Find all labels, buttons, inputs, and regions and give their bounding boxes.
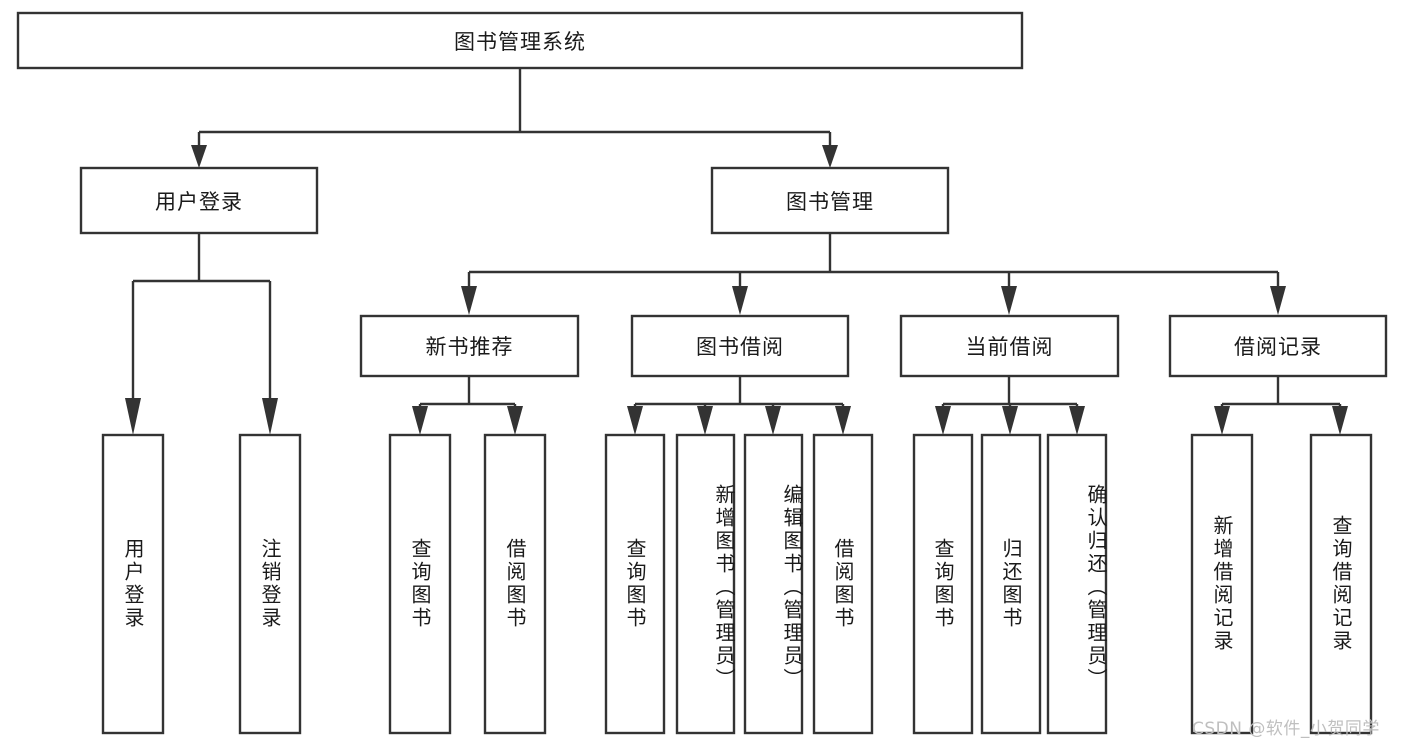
node-box-leaf-user-logout[interactable]: [238, 433, 302, 735]
arrow-head-leaf-add-record: [1214, 406, 1230, 435]
node-box-leaf-borrow-book-2[interactable]: [812, 433, 874, 735]
node-box-leaf-user-login[interactable]: [101, 433, 165, 735]
node-box-leaf-borrow-book-1[interactable]: [483, 433, 547, 735]
node-box-leaf-query-book-3[interactable]: [912, 433, 974, 735]
node-box-user-login[interactable]: [79, 166, 319, 235]
arrow-head-leaf-borrow-book-2: [835, 406, 851, 435]
arrow-head-leaf-edit-book: [765, 406, 781, 435]
connector-group-book-manage: [461, 233, 1286, 315]
arrow-head-leaf-add-book: [697, 406, 713, 435]
arrow-head-leaf-query-book-2: [627, 406, 643, 435]
csdn-watermark: CSDN @软件_小贺同学: [1192, 719, 1380, 739]
arrow-head-leaf-return-book: [1002, 406, 1018, 435]
arrow-head-leaf-query-book-1: [412, 406, 428, 435]
connector-group-book-borrow: [627, 376, 851, 435]
arrow-head-new-book-recommend: [461, 286, 477, 315]
node-box-borrow-record[interactable]: [1168, 314, 1388, 378]
arrow-head-borrow-record: [1270, 286, 1286, 315]
node-box-book-borrow[interactable]: [630, 314, 850, 378]
node-box-new-book-recommend[interactable]: [359, 314, 580, 378]
node-box-leaf-query-book-1[interactable]: [388, 433, 452, 735]
arrow-head-current-borrow: [1001, 286, 1017, 315]
arrow-head-book-manage: [822, 145, 838, 168]
node-box-current-borrow[interactable]: [899, 314, 1120, 378]
node-box-root[interactable]: [16, 11, 1024, 70]
connector-group-user-login: [125, 233, 278, 435]
node-box-leaf-add-record[interactable]: [1190, 433, 1254, 735]
node-box-leaf-query-record[interactable]: [1309, 433, 1373, 735]
arrow-head-leaf-user-login: [125, 398, 141, 435]
connector-group-current-borrow: [935, 376, 1085, 435]
node-box-leaf-query-book-2[interactable]: [604, 433, 666, 735]
arrow-head-book-borrow: [732, 286, 748, 315]
connector-group-root: [191, 68, 838, 168]
node-box-book-manage[interactable]: [710, 166, 950, 235]
arrow-head-leaf-user-logout: [262, 398, 278, 435]
node-box-leaf-edit-book[interactable]: [743, 433, 804, 735]
arrow-head-leaf-borrow-book-1: [507, 406, 523, 435]
arrow-head-leaf-query-book-3: [935, 406, 951, 435]
arrow-head-leaf-query-record: [1332, 406, 1348, 435]
connector-group-new-book-recommend: [412, 376, 523, 435]
arrow-head-user-login: [191, 145, 207, 168]
node-box-leaf-confirm-return[interactable]: [1046, 433, 1108, 735]
connector-group-borrow-record: [1214, 376, 1348, 435]
node-box-leaf-add-book[interactable]: [675, 433, 736, 735]
node-box-leaf-return-book[interactable]: [980, 433, 1042, 735]
arrow-head-leaf-confirm-return: [1069, 406, 1085, 435]
